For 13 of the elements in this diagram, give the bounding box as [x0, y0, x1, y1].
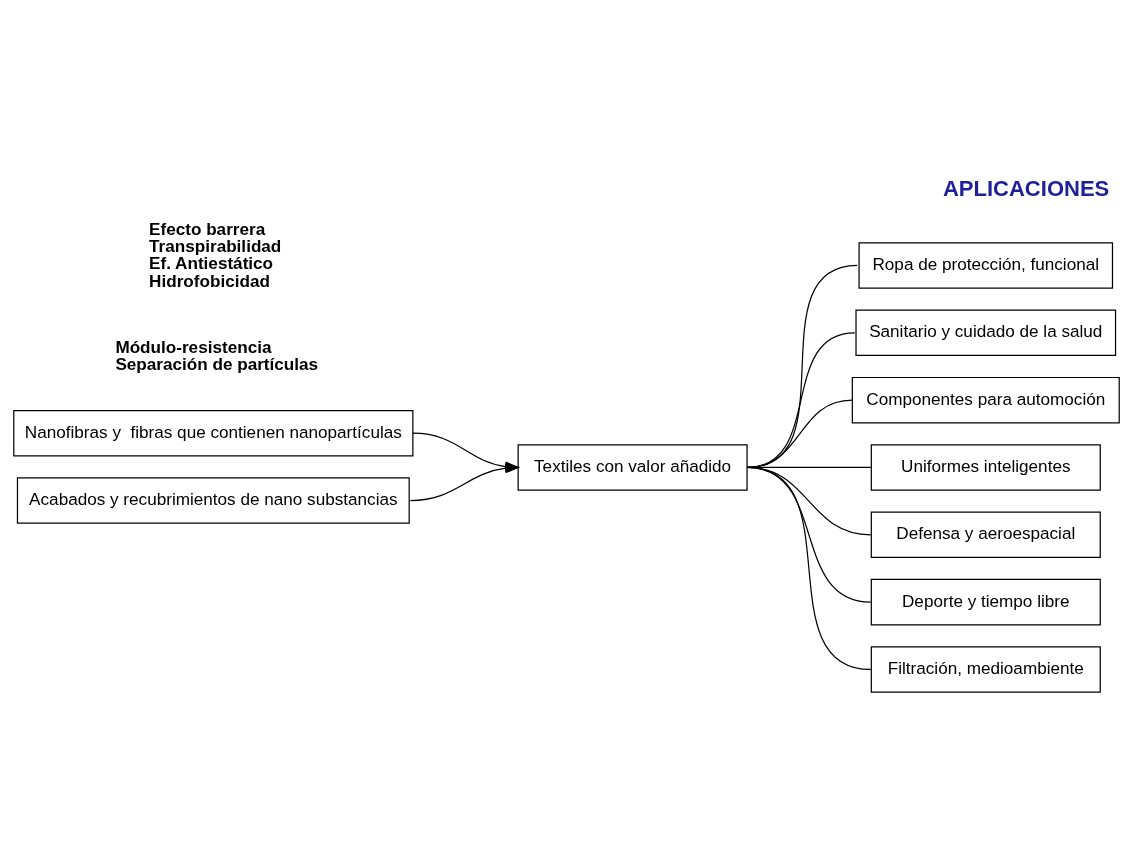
node-box: Deporte y tiempo libre	[870, 578, 1101, 625]
node-box: Ropa de protección, funcional	[858, 241, 1114, 289]
connector	[746, 466, 872, 670]
node-box: Defensa y aeroespacial	[870, 511, 1101, 558]
node-box: Sanitario y cuidado de la salud	[855, 309, 1117, 356]
label: Hidrofobicidad	[149, 270, 270, 291]
node-box: Acabados y recubrimientos de nano substancias	[16, 476, 410, 524]
node-box: Componentes para automoción	[851, 376, 1120, 423]
node-box: Filtración, medioambiente	[870, 645, 1101, 693]
diagram-title: APLICACIONES	[942, 175, 1110, 201]
node-box: Uniformes inteligentes	[870, 443, 1101, 491]
node-box: Textiles con valor añadido	[517, 443, 748, 491]
node-box: Nanofibras y fibras que contienen nanopartículas	[13, 409, 414, 456]
